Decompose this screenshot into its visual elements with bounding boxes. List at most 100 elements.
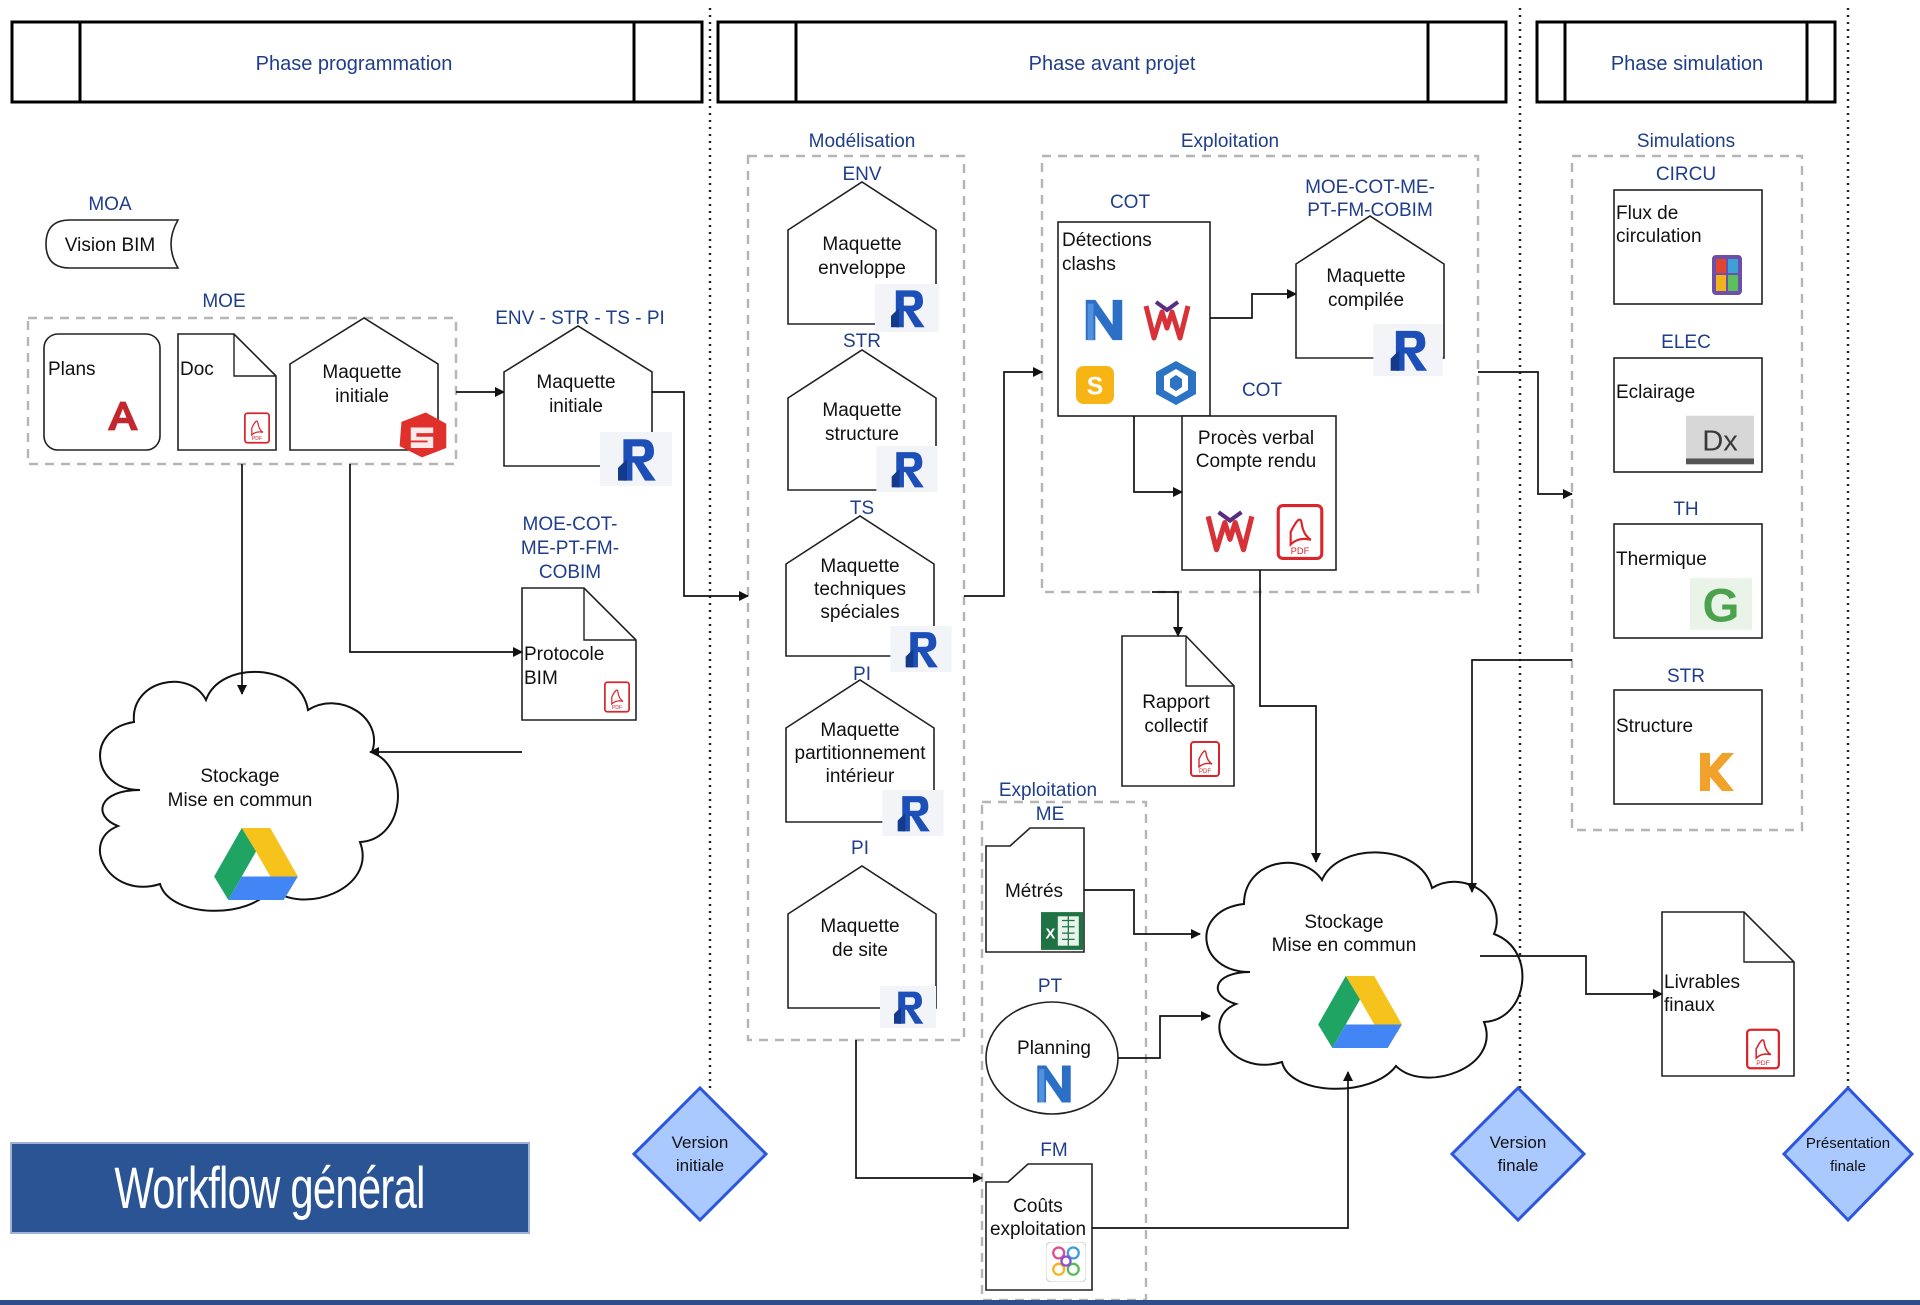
couts-line2: exploitation <box>990 1219 1086 1240</box>
maquette-initiale-moe-node: Maquette initiale <box>289 317 447 458</box>
pt-label: PT <box>1038 976 1063 997</box>
maquette-pi-node: Maquette partitionnement intérieur <box>785 679 944 836</box>
maquette-site-line1: Maquette <box>820 916 899 937</box>
milestone-version-initiale: Version initiale <box>631 1085 769 1223</box>
milestone-finale-line2: finale <box>1498 1156 1539 1175</box>
dialux-icon <box>1686 415 1754 465</box>
revit-icon <box>1373 324 1443 376</box>
vision-bim-node: Vision BIM <box>45 219 180 269</box>
revit-icon <box>880 986 936 1028</box>
pdf-icon <box>1746 1028 1780 1070</box>
milestone-initiale-line2: initiale <box>676 1156 724 1175</box>
doc-node: Doc <box>177 333 277 451</box>
livrables-finaux-node: Livrables finaux <box>1661 911 1795 1077</box>
edge <box>1259 570 1321 863</box>
protocole-label-line2: ME-PT-FM- <box>521 538 619 559</box>
edge <box>1478 371 1573 499</box>
maquette-compilee-line2: compilée <box>1328 290 1404 311</box>
maquette-ts-node: Maquette techniques spéciales <box>785 515 952 672</box>
thermique-text: Thermique <box>1616 549 1707 570</box>
solibri-icon <box>1076 366 1114 404</box>
edge <box>1133 416 1183 497</box>
vision-bim-text: Vision BIM <box>65 235 155 256</box>
maquette-pi-line3: intérieur <box>826 766 895 787</box>
cot-label: COT <box>1110 192 1151 213</box>
protocole-label-line1: MOE-COT- <box>523 514 618 535</box>
metres-node: Métrés <box>985 827 1085 953</box>
simulations-label: Simulations <box>1637 131 1735 152</box>
revit-icon <box>890 626 952 672</box>
edge <box>1467 659 1572 893</box>
phase-title-avant-projet: Phase avant projet <box>1029 53 1196 75</box>
stockage-right-line1: Stockage <box>1304 912 1383 933</box>
th-label: TH <box>1673 499 1698 520</box>
couts-exploitation-node: Coûts exploitation <box>985 1163 1093 1291</box>
edge <box>1092 1071 1353 1229</box>
graitec-icon <box>1690 578 1752 630</box>
excel-icon <box>1040 911 1084 951</box>
maquette-enveloppe-node: Maquette enveloppe <box>787 181 939 332</box>
maquette-pi-line2: partitionnement <box>795 743 927 764</box>
modelisation-label: Modélisation <box>809 131 916 152</box>
pdf-icon <box>1276 504 1324 560</box>
simulations-group <box>1570 154 1804 832</box>
milestone-version-finale: Version finale <box>1449 1085 1587 1223</box>
phase-title-programmation: Phase programmation <box>256 53 453 75</box>
maquette-structure-line2: structure <box>825 424 899 445</box>
maquette-pi-line1: Maquette <box>820 720 899 741</box>
maquette-site-node: Maquette de site <box>787 865 937 1028</box>
livrables-line1: Livrables <box>1664 972 1740 993</box>
eclairage-text: Eclairage <box>1616 382 1695 403</box>
stockage-left-line1: Stockage <box>200 766 279 787</box>
env-label: ENV <box>842 164 881 185</box>
pi-site-label: PI <box>851 838 869 859</box>
structure-node: Structure <box>1613 689 1763 805</box>
phase-header-simulation: Phase simulation <box>1535 20 1837 104</box>
edge <box>652 391 749 601</box>
bottom-divider <box>0 1300 1920 1305</box>
revit-icon <box>876 446 938 492</box>
revit-icon <box>875 284 939 332</box>
stockage-right-line2: Mise en commun <box>1272 935 1417 956</box>
maquette-initiale-line2: initiale <box>335 386 389 407</box>
milestone-presentation-line1: Présentation <box>1806 1135 1890 1152</box>
stockage-left-line2: Mise en commun <box>168 790 313 811</box>
exploitation-label: Exploitation <box>1181 131 1279 152</box>
maquette-initiale-line1: Maquette <box>322 362 401 383</box>
detections-line1: Détections <box>1062 230 1152 251</box>
maquette-structure-line1: Maquette <box>822 400 901 421</box>
flux-circulation-node: Flux de circulation <box>1613 189 1763 305</box>
detections-clashs-node: Détections clashs <box>1057 221 1211 417</box>
maquette-site-line2: de site <box>832 940 888 961</box>
edge <box>1152 591 1183 637</box>
stockage-cloud-right: Stockage Mise en commun <box>1205 851 1524 1090</box>
pi-label: PI <box>853 664 871 685</box>
edge <box>1118 1011 1211 1059</box>
structure-text: Structure <box>1616 716 1693 737</box>
maquette-compilee-node: Maquette compilée <box>1295 215 1445 376</box>
maquette-ts-line1: Maquette <box>820 556 899 577</box>
maquette-initiale-revit-line1: Maquette <box>536 372 615 393</box>
phase-title-simulation: Phase simulation <box>1611 53 1763 75</box>
milestone-finale-line1: Version <box>1490 1133 1547 1152</box>
env-str-ts-pi-label: ENV - STR - TS - PI <box>495 308 665 329</box>
edge <box>1210 289 1297 319</box>
edge <box>855 1040 983 1183</box>
maquette-structure-node: Maquette structure <box>787 349 938 492</box>
milestone-initiale-line1: Version <box>672 1133 729 1152</box>
proces-verbal-node: Procès verbal Compte rendu <box>1181 415 1337 571</box>
revit-icon <box>600 432 672 486</box>
maquette-enveloppe-line1: Maquette <box>822 234 901 255</box>
maquette-ts-line2: techniques <box>814 579 906 600</box>
compilee-label-line1: MOE-COT-ME- <box>1305 177 1435 198</box>
mindmap-icon <box>1046 1242 1086 1282</box>
pdf-icon <box>244 412 270 444</box>
moe-label: MOE <box>202 291 245 312</box>
rapport-collectif-node: Rapport collectif <box>1121 635 1235 787</box>
exploitation2-label: Exploitation <box>999 780 1097 801</box>
workflow-title: Workflow général <box>114 1155 426 1221</box>
thermique-node: Thermique <box>1613 523 1763 639</box>
circu-label: CIRCU <box>1656 164 1716 185</box>
ts-label: TS <box>850 498 874 519</box>
edge <box>964 367 1043 597</box>
